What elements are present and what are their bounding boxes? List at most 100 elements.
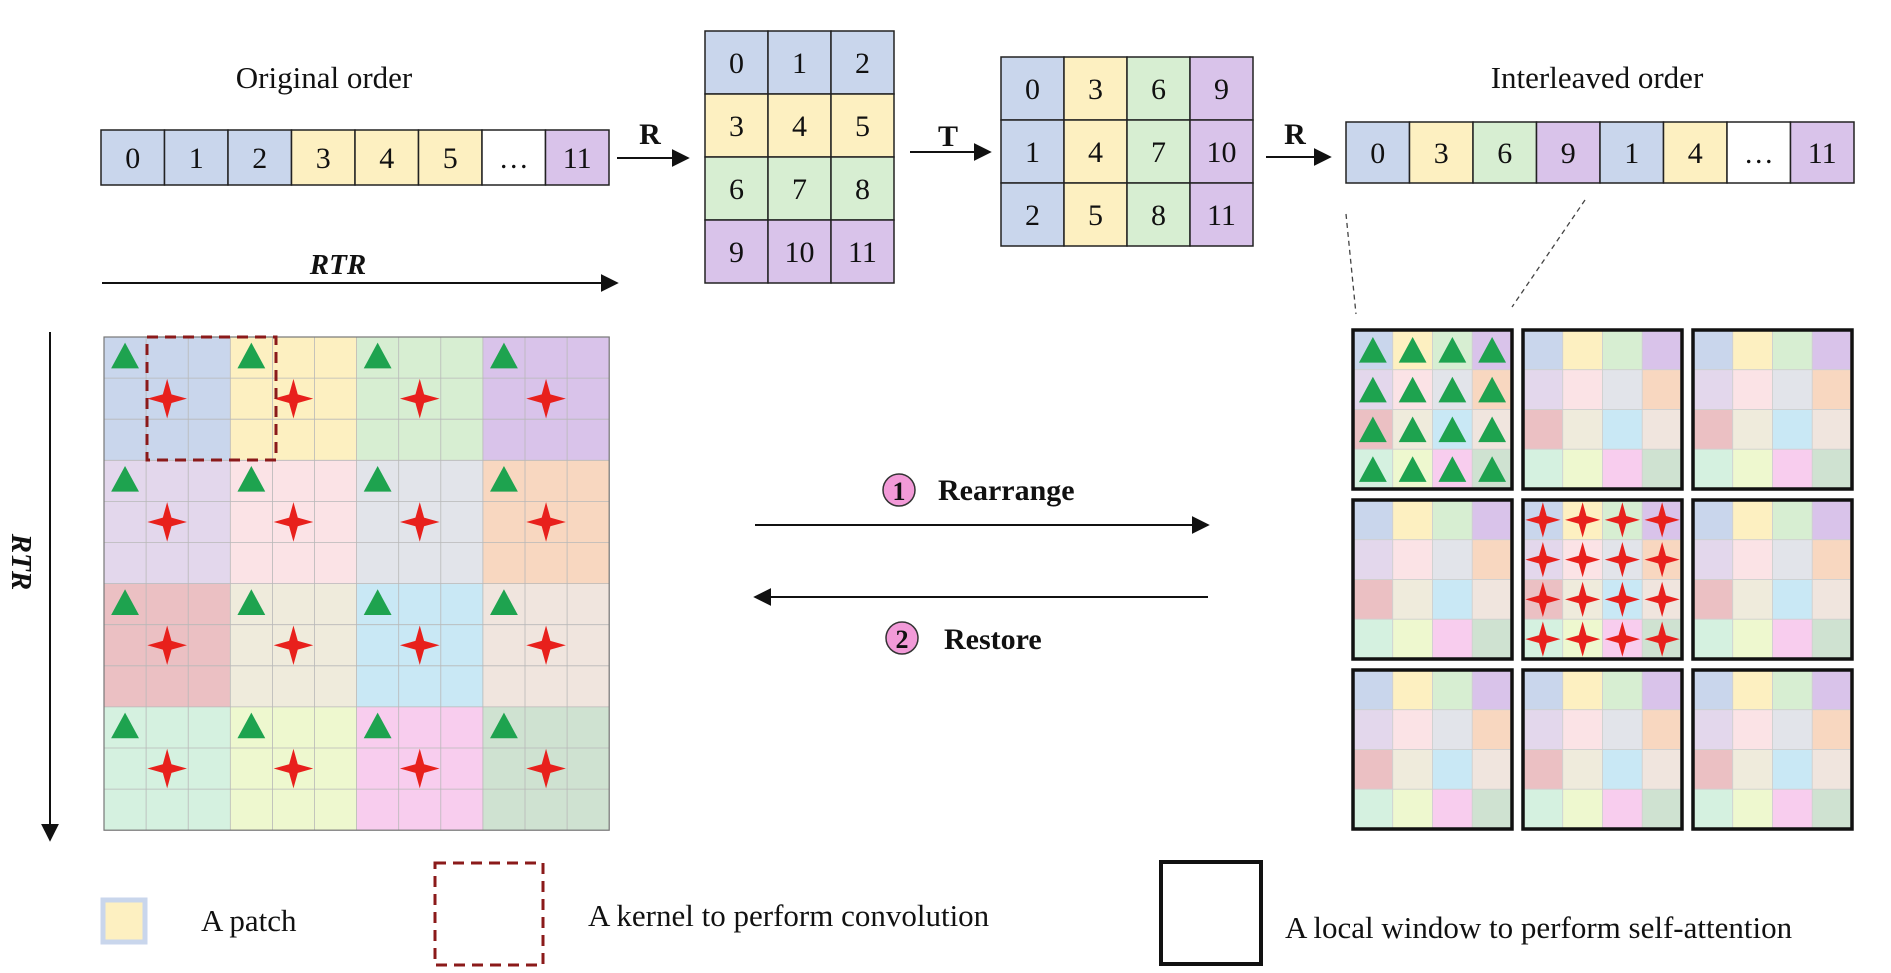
triangle-icon xyxy=(1478,416,1507,443)
zoom-line-right xyxy=(1511,199,1586,308)
legend-kernel-swatch xyxy=(433,861,545,967)
interleaved-seq-cell-2 xyxy=(1472,121,1538,184)
original-seq-cell-2-label: 2 xyxy=(252,142,267,175)
matrix-4x3-cell-2-2-label: 8 xyxy=(855,173,870,206)
star-icon xyxy=(399,625,440,666)
triangle-icon xyxy=(1478,336,1507,363)
matrix-3x4-cell-0-0-label: 0 xyxy=(1025,73,1040,106)
restore-step-circle xyxy=(885,621,919,655)
interleaved-seq-cell-1-label: 3 xyxy=(1434,137,1449,170)
t-label: T xyxy=(938,120,958,153)
star-icon xyxy=(147,378,187,419)
star-icon xyxy=(1565,502,1601,538)
local-window-2-2 xyxy=(1691,668,1854,831)
original-seq-cell-0-label: 0 xyxy=(125,142,140,175)
matrix-3x4-cell-0-2 xyxy=(1126,56,1191,121)
triangle-icon xyxy=(1358,456,1387,482)
interleaved-seq-cell-6-label: … xyxy=(1744,137,1774,170)
original-seq-cell-4 xyxy=(354,129,420,186)
local-window-0-2 xyxy=(1691,328,1854,491)
star-icon xyxy=(526,625,566,666)
triangle-icon xyxy=(111,589,139,615)
matrix-3x4-cell-1-3-label: 10 xyxy=(1207,136,1237,169)
triangle-icon xyxy=(1478,456,1507,482)
triangle-icon xyxy=(1438,416,1467,443)
triangle-icon xyxy=(1478,376,1507,403)
restore-label: Restore xyxy=(944,623,1042,656)
original-seq-cell-5 xyxy=(417,129,483,186)
triangle-icon xyxy=(1398,336,1427,363)
original-seq-cell-4-label: 4 xyxy=(379,142,394,175)
star-icon xyxy=(273,378,314,419)
original-seq-cell-0 xyxy=(100,129,166,186)
local-window-0-0 xyxy=(1351,328,1514,491)
matrix-3x4-cell-1-1-label: 4 xyxy=(1088,136,1103,169)
star-icon xyxy=(1525,581,1561,617)
interleaved-seq-cell-4-label: 1 xyxy=(1624,137,1639,170)
star-icon xyxy=(1604,621,1640,657)
triangle-icon xyxy=(1438,376,1467,403)
matrix-3x4-cell-2-2-label: 8 xyxy=(1151,199,1166,232)
matrix-4x3-cell-0-1 xyxy=(767,30,832,95)
local-windows-grid xyxy=(1351,328,1854,831)
matrix-3x4-cell-2-3-label: 11 xyxy=(1207,199,1236,232)
interleaved-seq-cell-0-label: 0 xyxy=(1370,137,1385,170)
rearrange-step-circle xyxy=(882,473,916,507)
original-seq-cell-2 xyxy=(227,129,293,186)
matrix-4x3-cell-3-2-label: 11 xyxy=(848,236,877,269)
interleaved-seq-cell-4 xyxy=(1599,121,1665,184)
star-icon xyxy=(1525,621,1561,657)
local-window-1-1 xyxy=(1521,498,1684,661)
matrix-3x4-cell-2-1 xyxy=(1063,182,1128,247)
triangle-icon xyxy=(237,342,266,369)
local-window-2-1 xyxy=(1521,668,1684,831)
matrix-4x3-cell-0-2-label: 2 xyxy=(855,47,870,80)
triangle-icon xyxy=(490,465,518,492)
interleaved-seq-cell-6 xyxy=(1726,121,1792,184)
star-icon xyxy=(1604,502,1640,538)
matrix-4x3-cell-1-1-label: 4 xyxy=(792,110,807,143)
triangle-icon xyxy=(111,465,139,492)
triangle-icon xyxy=(363,342,392,369)
interleaved-seq-cell-2-label: 6 xyxy=(1497,137,1512,170)
local-window-1-2 xyxy=(1691,498,1854,661)
original-order-label: Original order xyxy=(236,60,413,95)
restore-step-number: 2 xyxy=(896,625,909,654)
matrix-4x3-cell-3-1-label: 10 xyxy=(785,236,815,269)
triangle-icon xyxy=(237,712,266,739)
feature-map-grid xyxy=(103,335,610,831)
interleaved-seq-cell-3-label: 9 xyxy=(1561,137,1576,170)
triangle-icon xyxy=(237,589,266,615)
convolution-kernel-box xyxy=(145,335,278,462)
interleaved-seq-cell-0 xyxy=(1345,121,1411,184)
original-seq-cell-6-label: … xyxy=(499,142,529,175)
original-seq-cell-3-label: 3 xyxy=(316,142,331,175)
matrix-4x3-cell-0-0 xyxy=(704,30,769,95)
star-icon xyxy=(273,748,314,789)
matrix-4x3-cell-3-2 xyxy=(830,219,895,284)
original-seq-cell-5-label: 5 xyxy=(443,142,458,175)
original-seq-cell-6 xyxy=(481,129,547,186)
matrix-4x3-cell-3-1 xyxy=(767,219,832,284)
star-icon xyxy=(1644,581,1680,617)
star-icon xyxy=(526,748,566,789)
star-icon xyxy=(399,378,440,419)
matrix-3x4-cell-2-3 xyxy=(1189,182,1254,247)
local-window-0-1 xyxy=(1521,328,1684,491)
matrix-4x3-cell-1-0-label: 3 xyxy=(729,110,744,143)
matrix-4x3-cell-3-0 xyxy=(704,219,769,284)
matrix-4x3-cell-2-0-label: 6 xyxy=(729,173,744,206)
matrix-3x4-cell-0-1-label: 3 xyxy=(1088,73,1103,106)
triangle-icon xyxy=(490,342,518,369)
matrix-3x4-cell-1-1 xyxy=(1063,119,1128,184)
triangle-icon xyxy=(490,712,518,739)
star-icon xyxy=(1644,621,1680,657)
matrix-3x4-cell-0-3 xyxy=(1189,56,1254,121)
star-icon xyxy=(147,502,187,542)
original-seq-cell-1 xyxy=(163,129,229,186)
star-icon xyxy=(273,625,314,666)
matrix-3x4-cell-1-2 xyxy=(1126,119,1191,184)
star-icon xyxy=(399,502,440,542)
